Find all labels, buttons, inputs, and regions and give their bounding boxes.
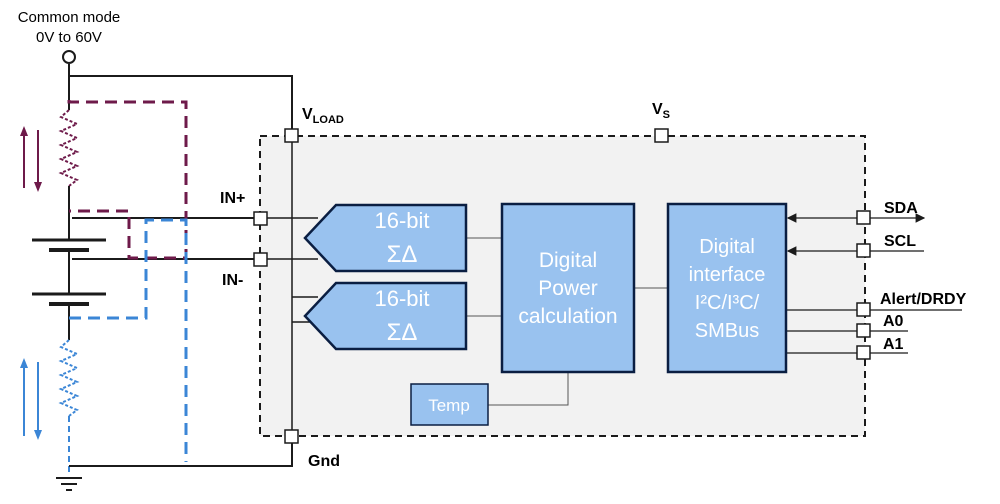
gnd-wire <box>69 438 293 467</box>
purple-current-path <box>67 100 188 260</box>
adc2-label-sigma: ΣΔ <box>387 319 418 346</box>
iface-label-line1: Digital <box>699 236 755 258</box>
in-minus-pin <box>253 252 268 267</box>
iface-label-line2: interface <box>689 264 766 286</box>
blue-down-arrowhead <box>34 430 42 440</box>
power-label-line1: Digital <box>539 249 597 272</box>
supply-wire <box>68 64 293 134</box>
common-mode-label: Common mode <box>18 9 121 26</box>
temp-to-power-wire <box>488 372 569 406</box>
vload-pin <box>284 128 299 143</box>
digital-interface-block <box>666 202 788 374</box>
scl-label: SCL <box>884 233 916 250</box>
sda-label: SDA <box>884 200 918 217</box>
common-mode-terminal <box>62 50 76 64</box>
adc1-label-bits: 16-bit <box>374 208 429 233</box>
power-calc-block <box>500 202 636 374</box>
a1-pin <box>856 345 871 360</box>
alert-pin <box>856 302 871 317</box>
in-minus-label: IN- <box>222 272 243 289</box>
common-mode-range: 0V to 60V <box>36 29 102 46</box>
power-label-line3: calculation <box>518 305 617 328</box>
scl-pin <box>856 243 871 258</box>
vs-label: VS <box>652 101 670 121</box>
purple-up-arrowhead <box>20 126 28 136</box>
sda-pin <box>856 210 871 225</box>
temp-block <box>410 383 489 426</box>
iface-label-line4: SMBus <box>695 320 759 342</box>
gnd-pin <box>284 429 299 444</box>
vs-pin <box>654 128 669 143</box>
adc1-label-sigma: ΣΔ <box>387 241 418 268</box>
purple-down-arrowhead <box>34 182 42 192</box>
temp-label: Temp <box>428 396 470 415</box>
iface-label-line3: I²C/I³C/ <box>695 292 760 314</box>
gnd-label: Gnd <box>308 453 340 470</box>
a0-pin <box>856 323 871 338</box>
power-label-line2: Power <box>538 277 598 300</box>
alert-label: Alert/DRDY <box>880 291 967 308</box>
a0-label: A0 <box>883 313 904 330</box>
in-plus-pin <box>253 211 268 226</box>
adc2-block <box>303 281 468 351</box>
adc1-block <box>303 203 468 273</box>
blue-current-path <box>69 218 188 462</box>
in-plus-label: IN+ <box>220 190 245 207</box>
upper-resistor <box>58 109 80 187</box>
adc2-label-bits: 16-bit <box>374 286 429 311</box>
blue-up-arrowhead <box>20 358 28 368</box>
a1-label: A1 <box>883 336 904 353</box>
lower-resistor <box>58 339 80 417</box>
vload-label: VLOAD <box>302 106 344 126</box>
